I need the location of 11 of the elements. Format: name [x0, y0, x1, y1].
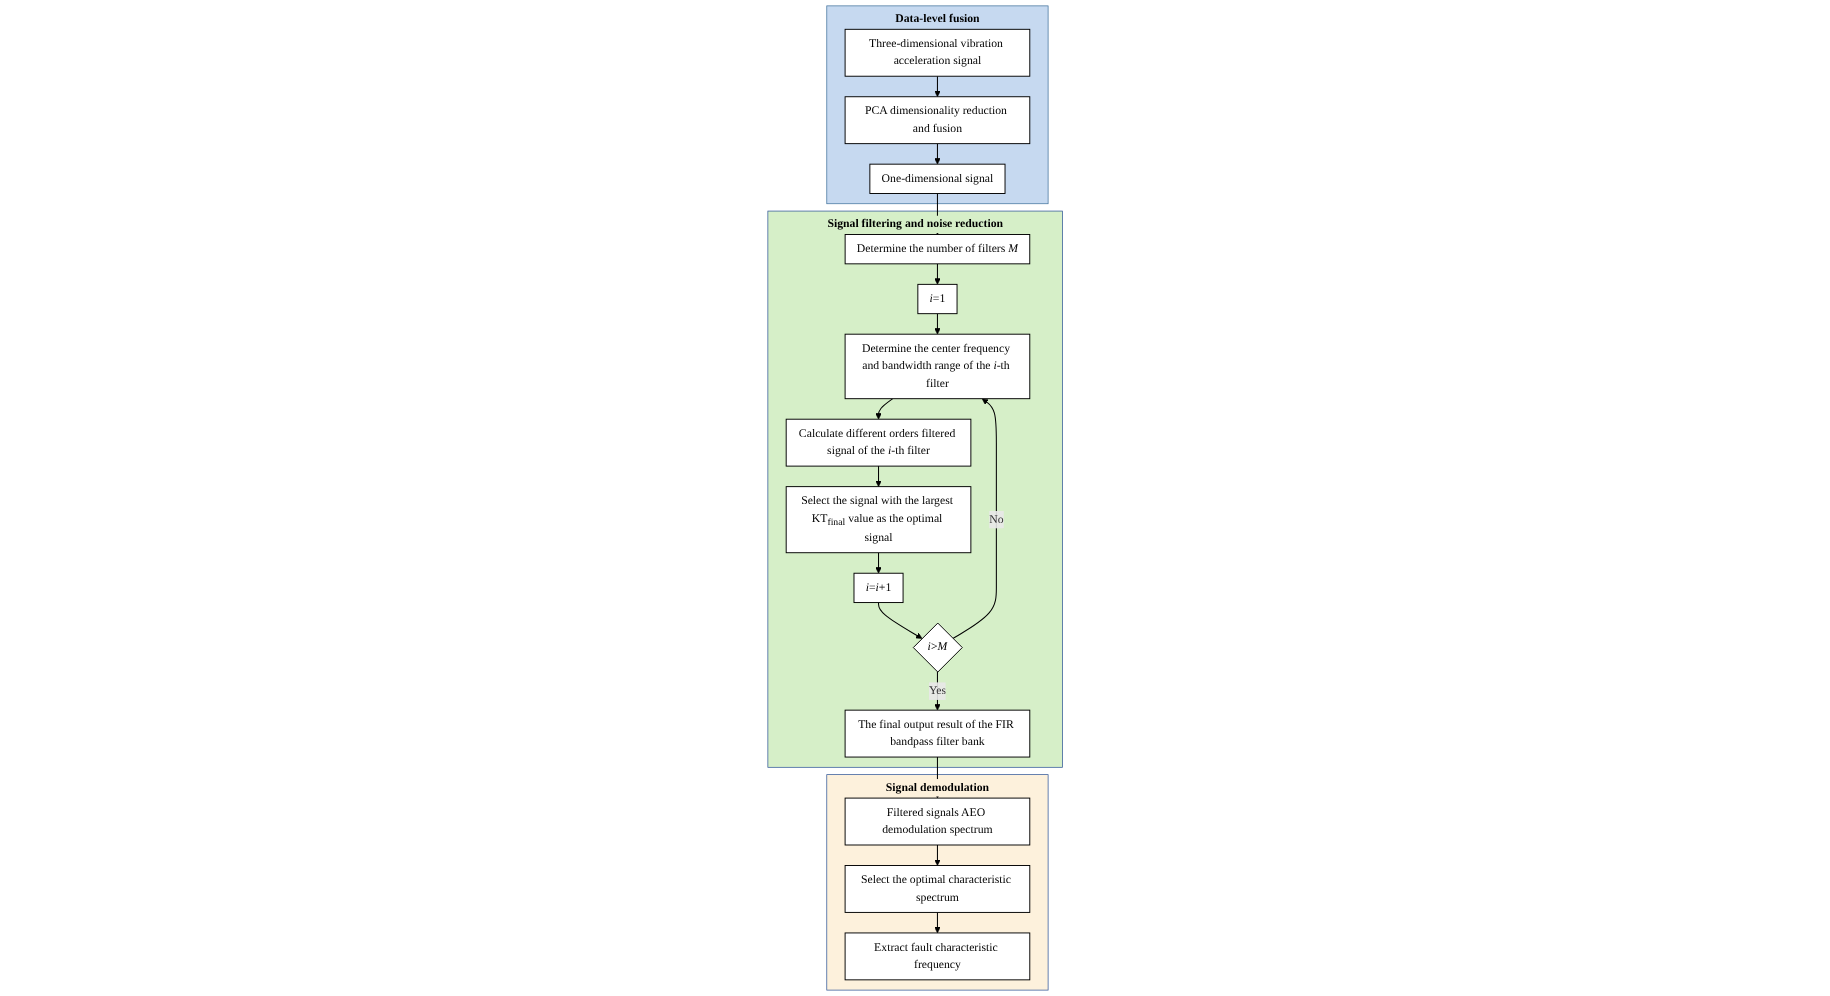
arrow — [952, 398, 997, 639]
arrow — [877, 602, 923, 639]
arrow — [933, 844, 941, 866]
arrow — [933, 263, 941, 285]
arrow — [933, 911, 941, 934]
arrow — [875, 465, 882, 487]
arrow — [933, 75, 941, 98]
arrow — [875, 552, 882, 574]
arrow — [875, 398, 893, 420]
arrow — [933, 143, 941, 165]
arrow — [933, 313, 941, 335]
